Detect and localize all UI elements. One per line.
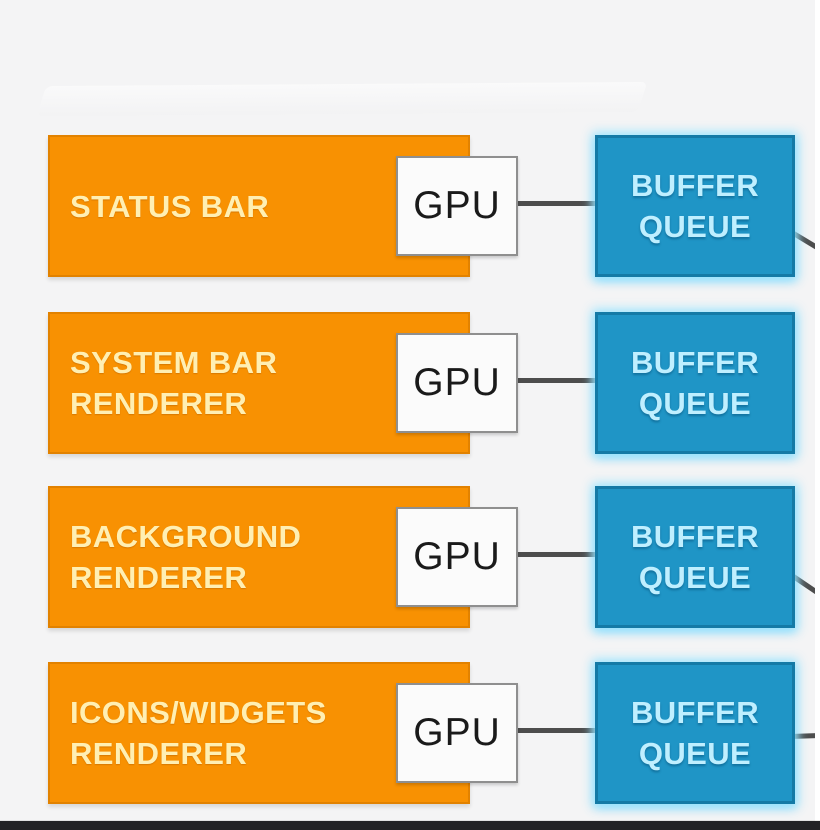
gpu-to-queue-connector-line bbox=[514, 552, 602, 557]
renderer-label-line: RENDERER bbox=[70, 736, 248, 771]
buffer-queue-box: BUFFER QUEUE bbox=[595, 135, 795, 277]
renderer-label-line: STATUS BAR bbox=[70, 188, 270, 224]
gpu-box: GPU bbox=[396, 156, 518, 256]
bottom-dark-bar bbox=[0, 821, 820, 830]
buffer-queue-box: BUFFER QUEUE bbox=[595, 312, 795, 454]
buffer-queue-box: BUFFER QUEUE bbox=[595, 486, 795, 628]
gpu-label: GPU bbox=[413, 361, 501, 404]
pipeline-row-system-bar-renderer: SYSTEM BAR RENDERER GPU BUFFER QUEUE bbox=[0, 312, 820, 454]
pipeline-row-background-renderer: BACKGROUND RENDERER GPU BUFFER QUEUE bbox=[0, 486, 820, 628]
right-edge-strip bbox=[815, 0, 820, 822]
gpu-label: GPU bbox=[413, 184, 501, 227]
buffer-queue-label-line: QUEUE bbox=[638, 209, 752, 244]
buffer-queue-label-line: QUEUE bbox=[638, 736, 752, 771]
gpu-box: GPU bbox=[396, 507, 518, 607]
pipeline-row-icons-widgets-renderer: ICONS/WIDGETS RENDERER GPU BUFFER QUEUE bbox=[0, 662, 820, 804]
renderer-label-line: SYSTEM BAR bbox=[70, 345, 278, 380]
gpu-to-queue-connector-line bbox=[514, 378, 602, 383]
buffer-queue-label-line: BUFFER bbox=[630, 345, 760, 380]
gpu-box: GPU bbox=[396, 683, 518, 783]
renderer-label-line: ICONS/WIDGETS bbox=[70, 695, 327, 730]
buffer-queue-label-line: QUEUE bbox=[638, 560, 752, 595]
renderer-label-line: BACKGROUND bbox=[70, 519, 302, 554]
gpu-to-queue-connector-line bbox=[514, 728, 602, 733]
renderer-label-line: RENDERER bbox=[70, 386, 248, 421]
buffer-queue-label-line: BUFFER bbox=[630, 168, 760, 203]
buffer-queue-box: BUFFER QUEUE bbox=[595, 662, 795, 804]
gpu-to-queue-connector-line bbox=[514, 201, 602, 206]
buffer-queue-label-line: BUFFER bbox=[630, 519, 760, 554]
buffer-queue-label-line: BUFFER bbox=[630, 695, 760, 730]
pipeline-row-status-bar: STATUS BAR GPU BUFFER QUEUE bbox=[0, 135, 820, 277]
gpu-label: GPU bbox=[413, 535, 501, 578]
renderer-label-line: RENDERER bbox=[70, 560, 248, 595]
background-highlight bbox=[36, 81, 648, 117]
gpu-label: GPU bbox=[413, 711, 501, 754]
gpu-box: GPU bbox=[396, 333, 518, 433]
buffer-queue-label-line: QUEUE bbox=[638, 386, 752, 421]
